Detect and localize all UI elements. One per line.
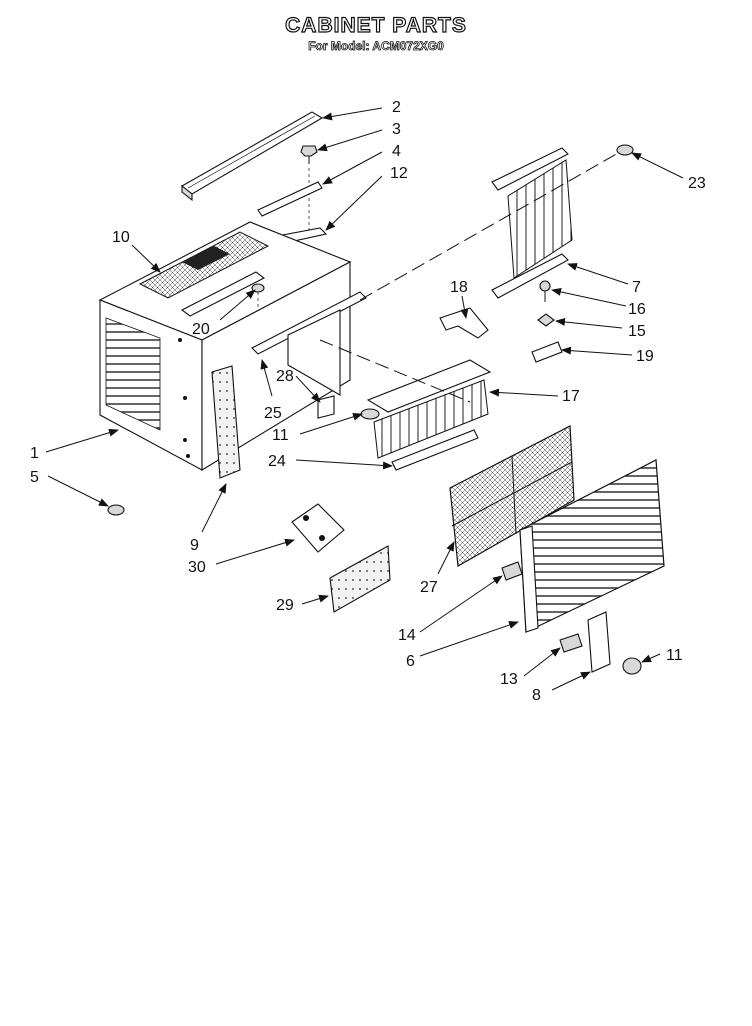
- callout-17: 11: [272, 427, 289, 444]
- callout-14: 14: [398, 627, 416, 644]
- callout-30: 30: [188, 559, 206, 576]
- callout-13: 13: [500, 671, 518, 688]
- callout-4: 4: [392, 143, 401, 160]
- callout-19: 18: [450, 279, 468, 296]
- part-29-panel: [329, 545, 391, 613]
- callout-7: 7: [632, 279, 641, 296]
- callout-5: 5: [30, 469, 39, 486]
- part-2-top-rail: [181, 111, 324, 202]
- callout-numbers: 2 3 4 12 10 20 23 7 16 15 19 18 17 11 28…: [30, 99, 706, 704]
- callout-1: 1: [30, 445, 39, 462]
- part-4-gasket: [257, 181, 323, 217]
- callout-25: 25: [264, 405, 282, 422]
- callout-11: 11: [666, 647, 683, 664]
- callout-23: 23: [688, 175, 706, 192]
- callout-15: 15: [628, 323, 646, 340]
- callout-20: 19: [636, 348, 654, 365]
- part-13-block: [559, 633, 583, 653]
- part-25-rail: [251, 291, 367, 396]
- callout-6: 6: [406, 653, 415, 670]
- assembly-lines: [319, 151, 621, 403]
- part-27-filter: [449, 425, 575, 567]
- diagram-header: CABINET PARTS For Model: ACM072XG0: [0, 13, 752, 54]
- part-14-block: [501, 561, 523, 581]
- part-16-screw: [539, 280, 551, 302]
- callout-2: 2: [392, 99, 401, 116]
- part-8-plate: [587, 611, 611, 673]
- callout-16: 16: [628, 301, 646, 318]
- callout-3: 3: [392, 121, 401, 138]
- part-24-lower-rail: [391, 429, 479, 471]
- part-20-hanger: [531, 341, 563, 363]
- part-18-deflector: [366, 359, 492, 459]
- part-15-clip: [537, 313, 555, 327]
- page-title: CABINET PARTS: [285, 13, 467, 37]
- callout-12: 12: [390, 165, 408, 182]
- part-11-knob: [622, 657, 642, 675]
- part-9-side-panel: [211, 365, 241, 479]
- part-19-flap: [439, 307, 489, 339]
- part-30-bracket: [291, 503, 345, 553]
- part-1-cabinet: [99, 261, 351, 471]
- part-6-front-grille: [519, 459, 665, 633]
- callout-29: 29: [276, 597, 294, 614]
- part-7-side-curtain: [491, 147, 573, 299]
- model-subtitle: For Model: ACM072XG0: [308, 39, 444, 54]
- callout-22: 20: [192, 321, 210, 338]
- part-17-bracket: [360, 408, 380, 420]
- callout-18: 17: [562, 388, 580, 405]
- callout-8: 8: [532, 687, 541, 704]
- part-23-screw: [616, 144, 634, 156]
- part-28-clip: [317, 395, 335, 419]
- callout-10: 10: [112, 229, 130, 246]
- leader-lines: [45, 107, 684, 691]
- callout-24: 24: [268, 453, 286, 470]
- part-5-screw: [107, 504, 125, 516]
- callout-9: 9: [190, 537, 199, 554]
- callout-27: 27: [420, 579, 438, 596]
- callout-28: 28: [276, 368, 294, 385]
- part-3-screw: [300, 145, 318, 230]
